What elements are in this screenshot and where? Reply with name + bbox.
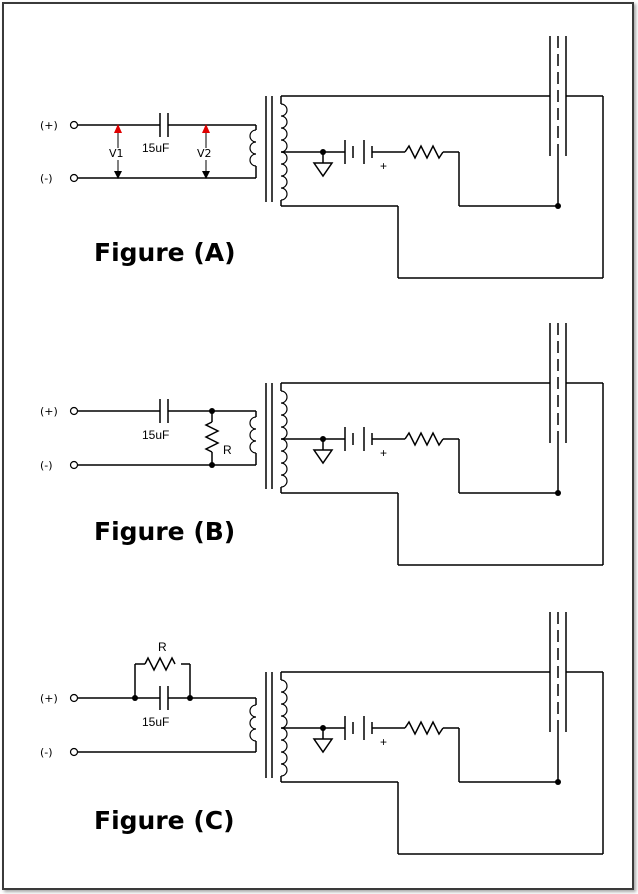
- battery-plus-label-c: +: [380, 735, 387, 749]
- terminal-pos-label-c: (+): [40, 692, 58, 705]
- v2-label: V2: [197, 147, 212, 160]
- terminal-neg-label-b: (-): [40, 459, 53, 472]
- figure-c-title: Figure (C): [94, 806, 235, 835]
- figure-a: + (+) (-) 15uF V1 V2 Figure (A): [40, 35, 604, 279]
- battery-plus-label-b: +: [380, 446, 387, 460]
- resistor-label-c: R: [158, 640, 167, 654]
- capacitor-label-b: 15uF: [142, 428, 169, 442]
- battery-plus-label-a: +: [380, 159, 387, 173]
- terminal-neg-c: [69, 747, 79, 757]
- figure-a-title: Figure (A): [94, 238, 236, 267]
- terminal-neg-b: [69, 460, 79, 470]
- terminal-pos-label-b: (+): [40, 405, 58, 418]
- v1-label: V1: [109, 147, 124, 160]
- terminal-pos-c: [69, 693, 79, 703]
- figure-b-title: Figure (B): [94, 517, 235, 546]
- capacitor-label-c: 15uF: [142, 715, 169, 729]
- figure-c: + (+) (-) 15uF R Figure (C): [40, 611, 604, 855]
- resistor-label-b: R: [223, 443, 232, 457]
- terminal-pos-b: [69, 406, 79, 416]
- terminal-neg-label-c: (-): [40, 746, 53, 759]
- terminal-pos-a: [69, 120, 79, 130]
- terminal-neg-label-a: (-): [40, 172, 53, 185]
- terminal-neg-a: [69, 173, 79, 183]
- figure-b: + (+) (-) 15uF R Figure (B): [40, 322, 604, 566]
- capacitor-label-a: 15uF: [142, 141, 169, 155]
- terminal-pos-label-a: (+): [40, 119, 58, 132]
